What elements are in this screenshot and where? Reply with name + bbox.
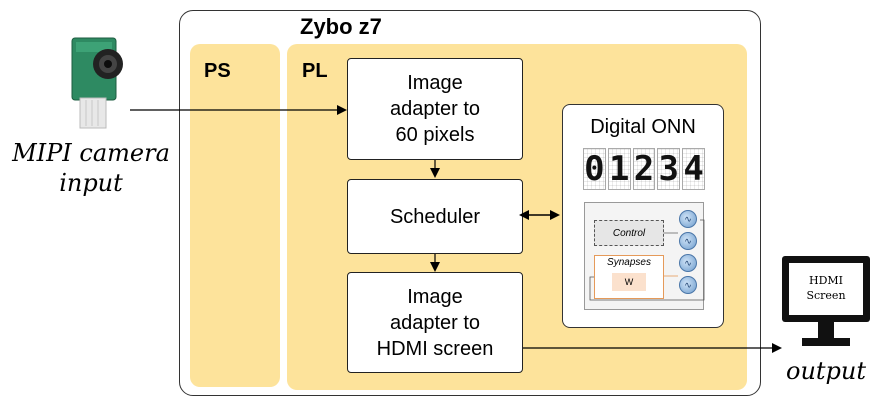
digit-image: 3 bbox=[657, 148, 681, 190]
digital-onn-title: Digital ONN bbox=[590, 116, 696, 138]
board-title: Zybo z7 bbox=[300, 14, 382, 39]
ps-label: PS bbox=[204, 60, 231, 82]
control-block: Control bbox=[594, 220, 664, 246]
digit-image: 0 bbox=[583, 148, 606, 190]
monitor-stand bbox=[818, 322, 834, 340]
digit-image: 4 bbox=[682, 148, 705, 190]
synapses-label: Synapses bbox=[607, 257, 651, 268]
digit-samples: 0 1 2 3 4 bbox=[583, 148, 705, 190]
oscillator-neuron-icon: ∿ bbox=[679, 254, 697, 272]
output-label: output bbox=[786, 357, 867, 385]
hdmi-screen-text: HDMI Screen bbox=[789, 263, 863, 315]
image-adapter-output-block: Image adapter to HDMI screen bbox=[347, 272, 523, 373]
oscillator-neuron-icon: ∿ bbox=[679, 276, 697, 294]
scheduler-block: Scheduler bbox=[347, 179, 523, 254]
oscillator-neuron-icon: ∿ bbox=[679, 232, 697, 250]
image-adapter-input-block: Image adapter to 60 pixels bbox=[347, 58, 523, 160]
ps-region bbox=[190, 44, 280, 387]
digit-image: 1 bbox=[607, 148, 631, 190]
oscillator-neuron-icon: ∿ bbox=[679, 210, 697, 228]
digit-image: 2 bbox=[632, 148, 656, 190]
weight-block: W bbox=[612, 273, 646, 291]
camera-input-label: MIPI camera input bbox=[12, 139, 170, 197]
monitor-base bbox=[802, 338, 850, 346]
pl-label: PL bbox=[302, 60, 328, 82]
